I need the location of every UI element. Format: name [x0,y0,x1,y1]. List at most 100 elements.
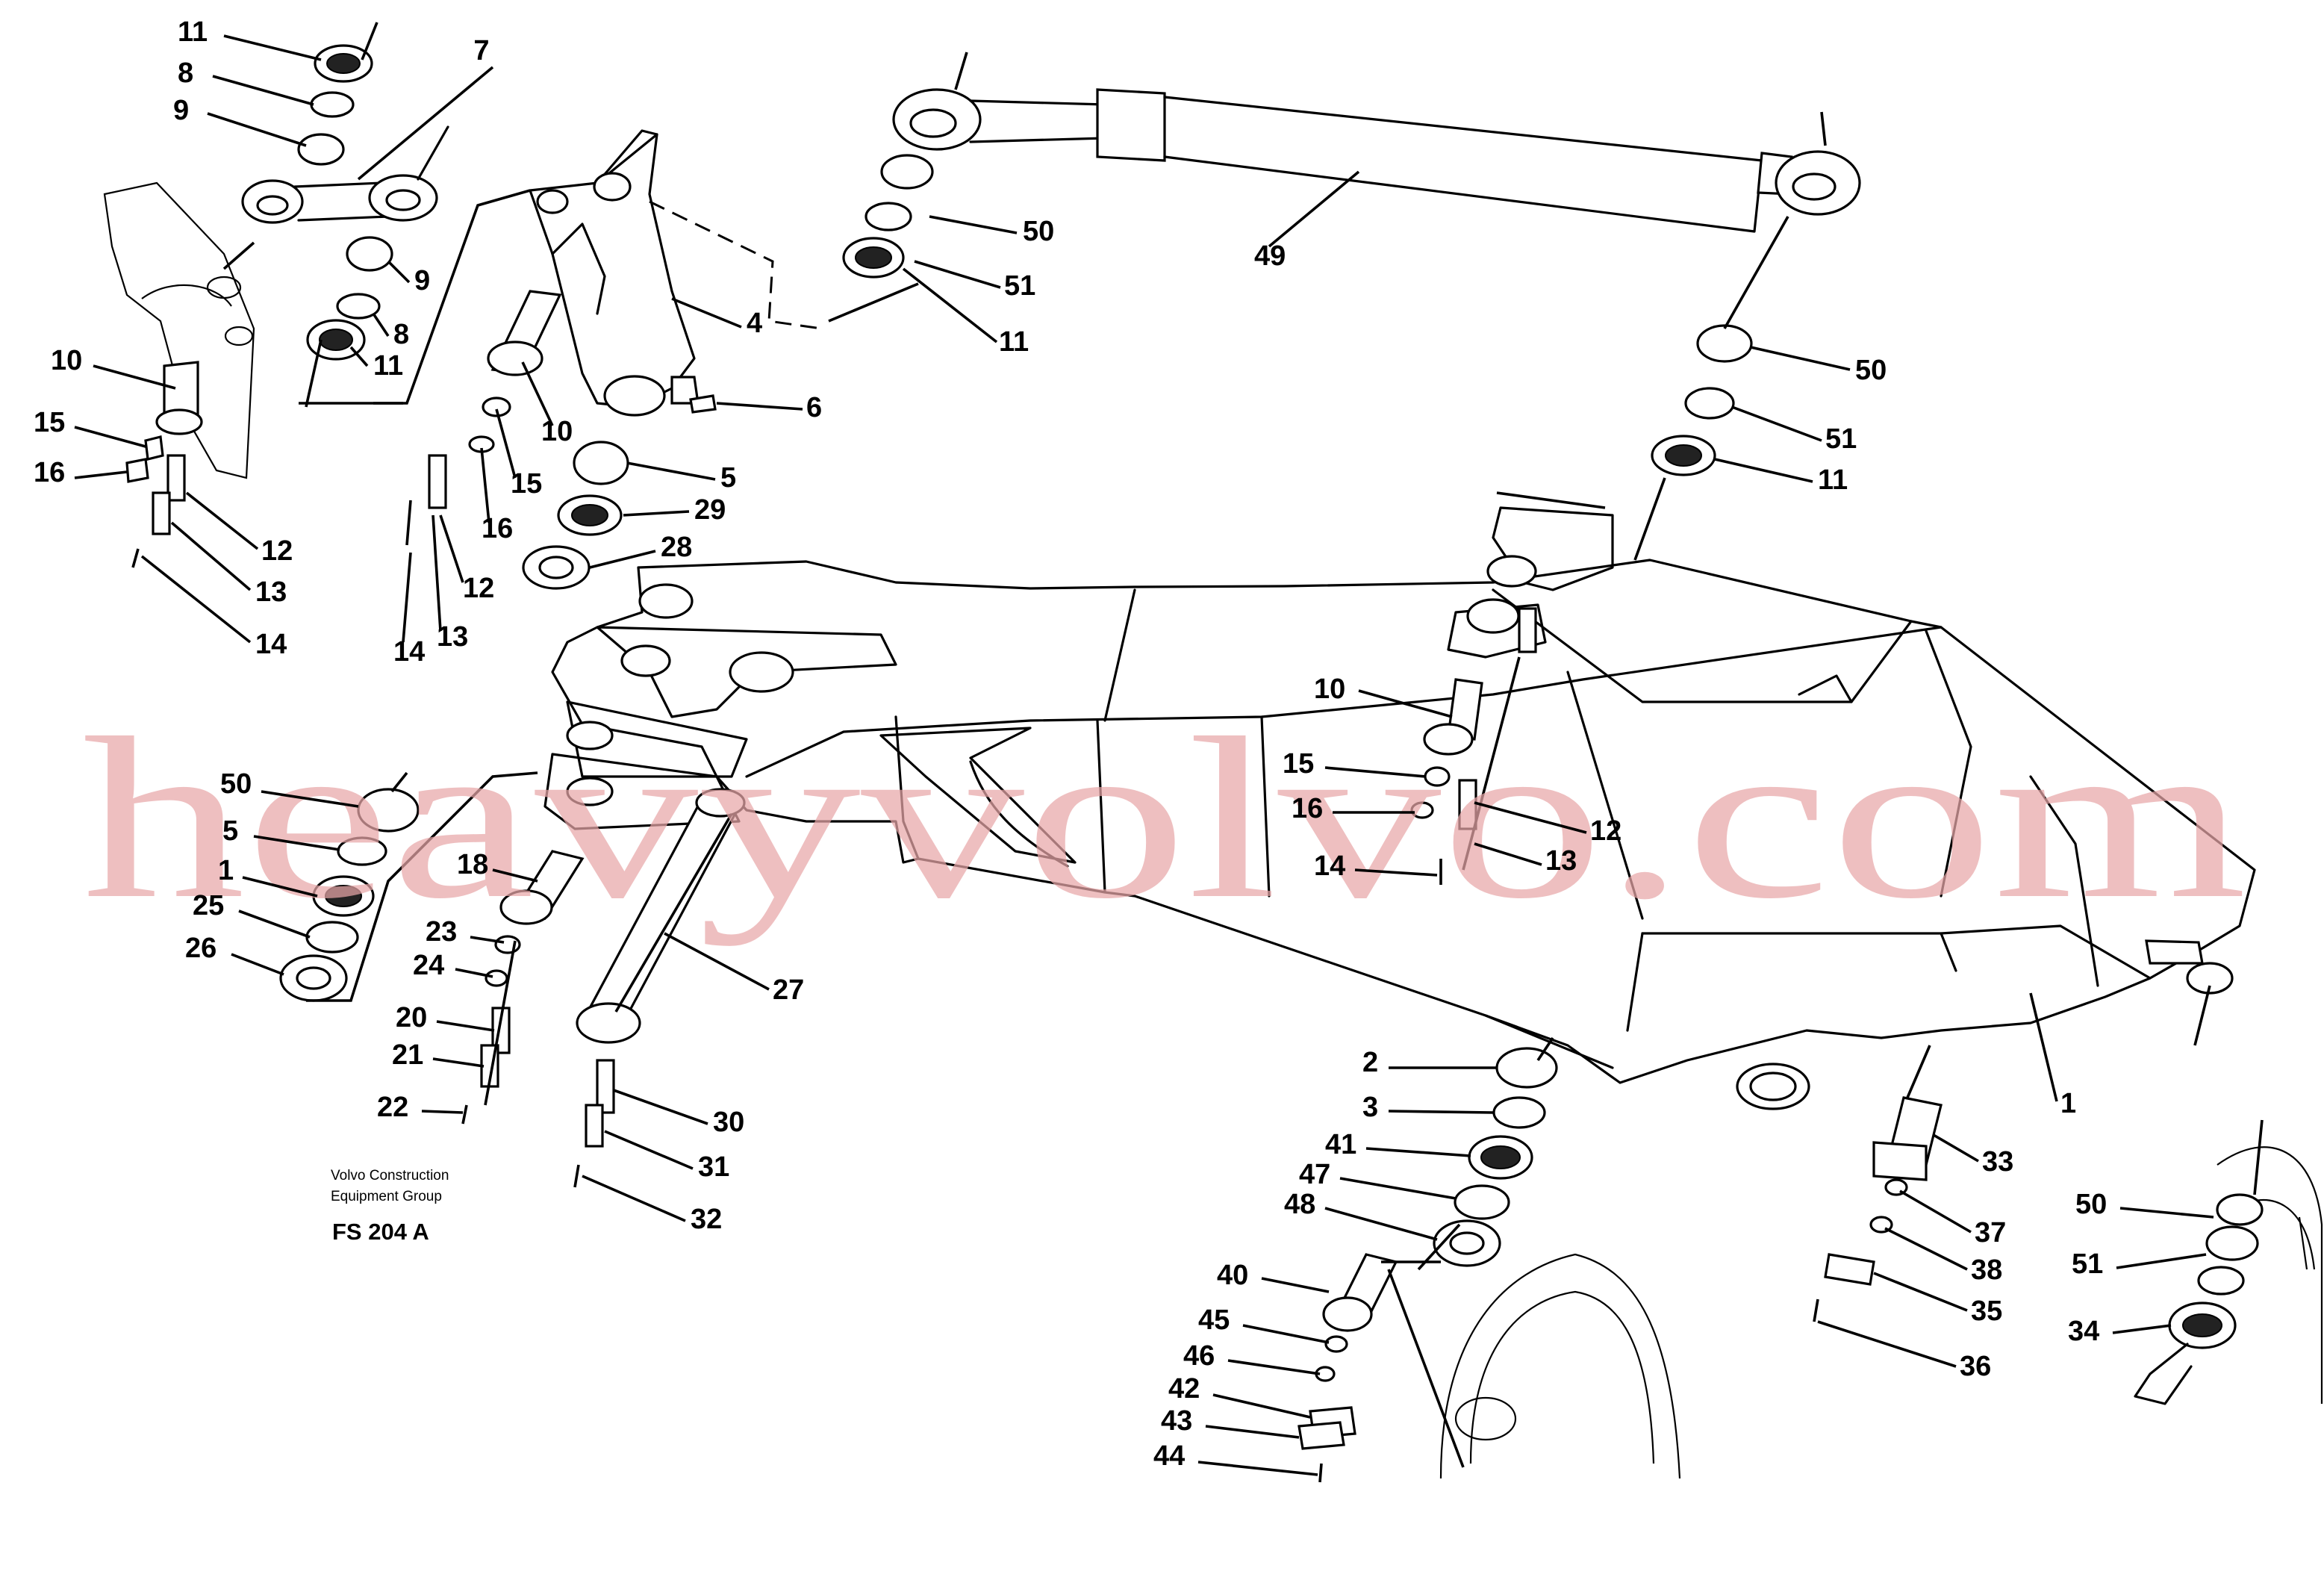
callout-label: 14 [393,636,425,668]
callout-leader [470,936,505,944]
callout-c54: 3 [1362,1092,1494,1123]
callout-c3: 9 [173,95,307,147]
callout-label: 51 [1825,423,1857,455]
callout-label: 5 [222,815,238,847]
callout-leader [140,555,252,644]
callout-c36: 13 [1474,842,1577,877]
callout-leader [1933,1133,1979,1163]
callout-label: 51 [2072,1248,2103,1280]
callout-leader [1884,1227,1968,1271]
callout-leader [716,402,803,411]
callout-label: 25 [193,890,224,921]
callout-c57: 48 [1284,1189,1438,1241]
callout-label: 21 [392,1039,423,1071]
callout-c42: 25 [193,890,311,939]
callout-leader [1388,1110,1494,1114]
callout-c17: 15 [495,408,542,500]
callout-label: 46 [1183,1340,1215,1372]
callout-label: 11 [373,350,403,382]
callout-label: 16 [1292,793,1323,824]
callout-label: 50 [2075,1189,2107,1220]
callout-leader [402,552,412,643]
callout-label: 45 [1198,1304,1230,1336]
callout-label: 22 [377,1092,408,1123]
callout-c43: 23 [426,916,505,948]
callout-c29: 50 [1750,346,1887,386]
callout-label: 20 [396,1002,427,1033]
credit-line-2: Equipment Group [331,1189,442,1204]
callout-leader [1817,1320,1957,1368]
callout-label: 48 [1284,1189,1315,1220]
callout-leader [223,34,322,61]
callout-label: 7 [473,35,489,66]
callout-leader [436,1020,495,1032]
callout-leader [1750,346,1851,371]
callout-leader [1474,801,1587,834]
callout-c39: 5 [222,815,340,851]
callout-c71: 51 [2072,1248,2207,1280]
callout-leader [604,1130,694,1170]
callout-c64: 1 [2029,992,2076,1119]
watermark: heavyvolvo.com [82,691,2247,947]
callout-label: 51 [1004,270,1035,302]
callout-label: 1 [218,855,234,886]
callout-leader [261,790,359,808]
callout-c8: 10 [51,345,176,390]
callout-leader [2119,1207,2214,1219]
callout-c60: 46 [1183,1340,1321,1375]
rocker-link [529,129,822,417]
callout-label: 24 [413,950,444,981]
callout-label: 13 [1545,845,1577,877]
callout-label: 13 [255,576,287,608]
callout-c40: 1 [218,855,318,898]
callout-label: 14 [1314,850,1345,882]
callout-c52: 32 [582,1175,722,1235]
callout-leader [929,215,1018,234]
callout-c72: 34 [2068,1316,2172,1347]
callout-leader [492,868,538,883]
callout-leader [170,521,252,591]
callout-label: 1 [2060,1088,2076,1119]
callout-label: 49 [1254,240,1286,272]
callout-label: 26 [185,933,216,964]
callout-leader [1365,1147,1471,1157]
callout-c22: 12 [439,514,494,604]
callout-label: 11 [999,326,1029,358]
callout-label: 12 [1590,815,1621,847]
callout-leader [372,313,390,337]
callout-leader [1197,1461,1318,1476]
callout-label: 4 [747,308,762,339]
callout-label: 8 [178,57,193,89]
callout-leader [387,260,411,284]
callout-c15: 6 [716,392,822,423]
callout-leader [1899,1189,1972,1234]
callout-c67: 38 [1884,1227,2002,1286]
callout-leader [242,876,318,898]
callout-leader [421,1110,464,1114]
callout-label: 14 [255,629,287,660]
callout-c12: 13 [170,521,287,608]
callout-leader [1354,868,1438,877]
callout-c14: 4 [671,297,762,339]
callout-leader [1261,1277,1330,1293]
callout-leader [439,514,464,583]
callout-label: 15 [1283,748,1314,780]
callout-c7: 11 [349,346,403,382]
callout-label: 37 [1975,1217,2006,1248]
callout-c24: 14 [393,552,425,668]
callout-leader [1358,689,1453,718]
callout-c44: 26 [185,933,284,976]
callout-label: 3 [1362,1092,1378,1123]
callout-leader [1205,1425,1300,1439]
callout-leader [2029,992,2058,1102]
callout-c21: 28 [589,532,692,569]
callout-leader [1227,1359,1321,1375]
callout-leader [1324,766,1427,778]
callout-c45: 24 [413,950,493,981]
callout-leader [664,932,770,991]
callout-c49: 22 [377,1092,464,1123]
callout-label: 12 [261,535,293,567]
callout-leader [582,1175,686,1222]
callout-label: 11 [178,16,208,48]
